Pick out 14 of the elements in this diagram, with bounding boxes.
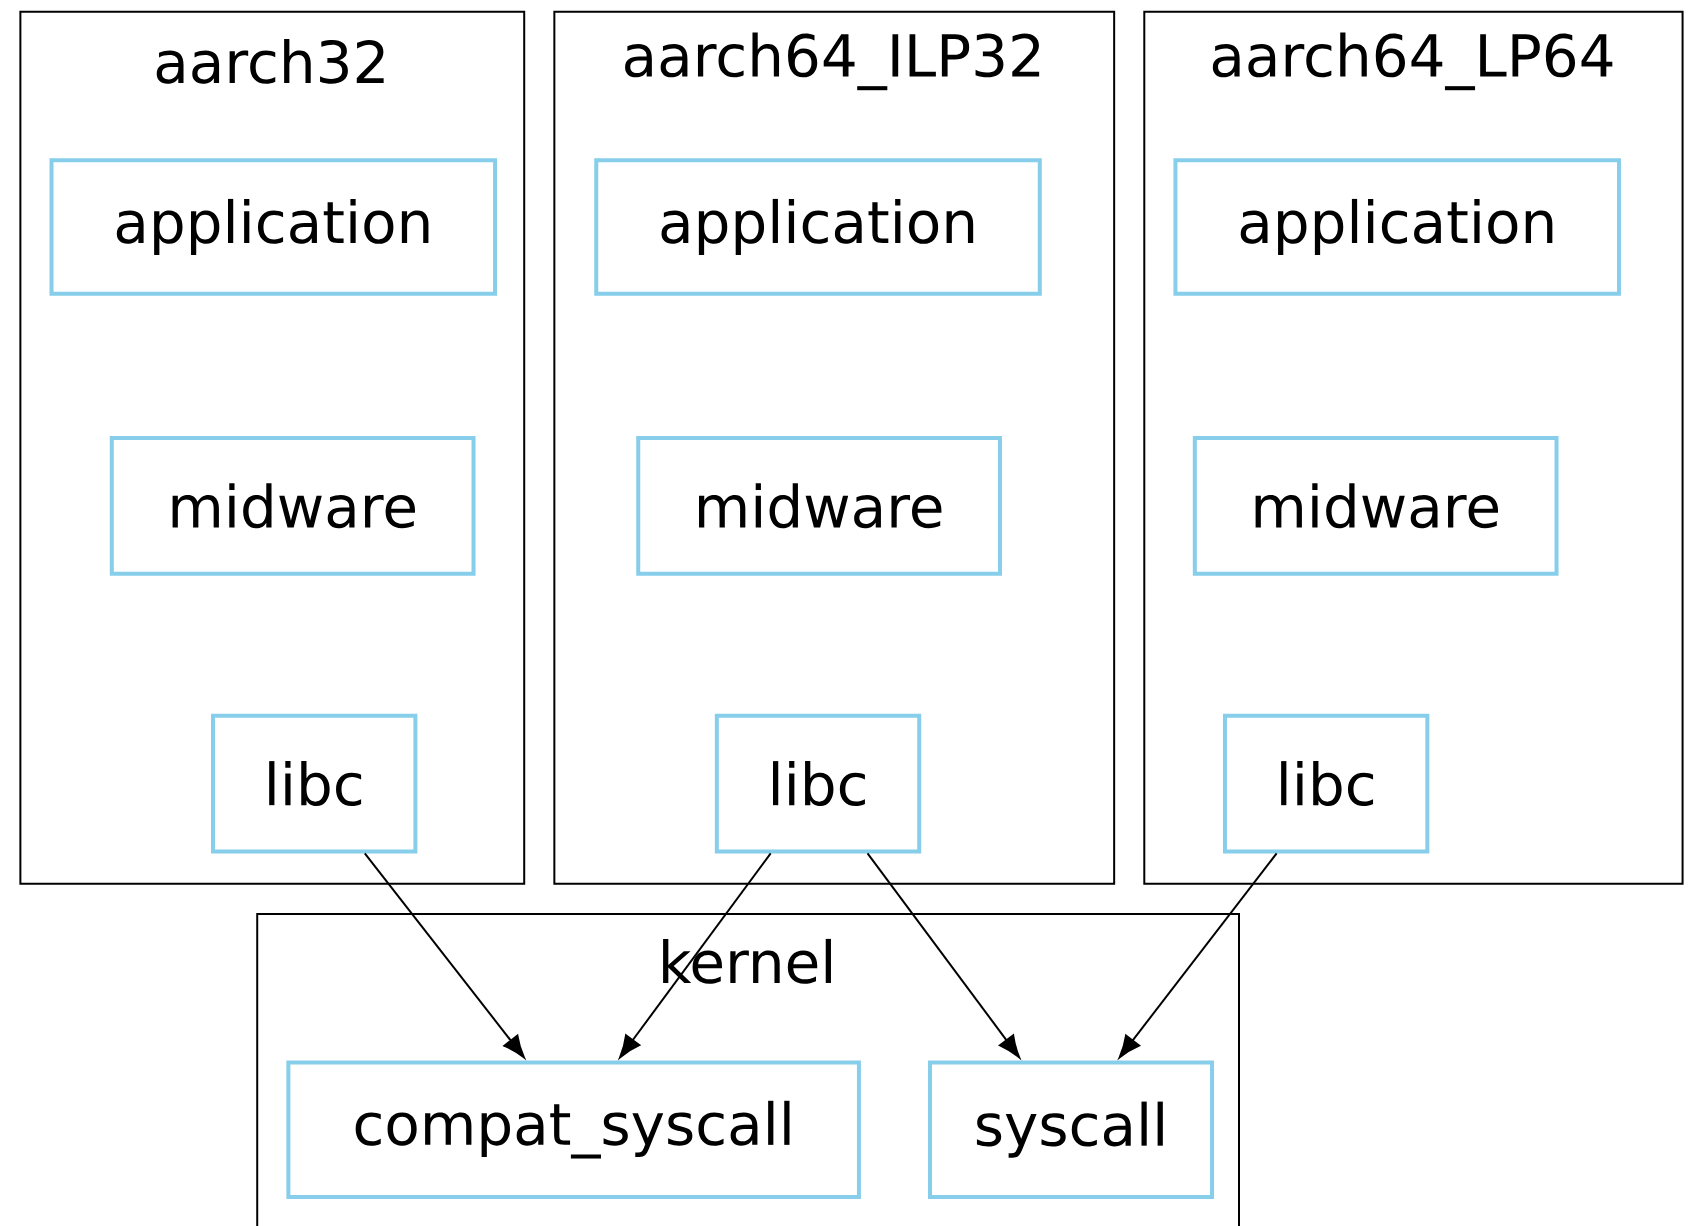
module-box: libc — [714, 713, 922, 854]
module-box: midware — [109, 435, 476, 576]
arrow — [866, 852, 1021, 1059]
module-box: syscall — [928, 1060, 1215, 1199]
module-box: compat_syscall — [286, 1060, 861, 1199]
module-box: application — [594, 158, 1042, 296]
module-box: midware — [1192, 435, 1559, 576]
module-box: libc — [1222, 713, 1430, 854]
arrow — [363, 852, 525, 1059]
module-box: midware — [636, 435, 1002, 576]
module-box: application — [49, 158, 498, 296]
arrow — [1118, 852, 1278, 1059]
module-box: application — [1173, 158, 1621, 296]
module-box: libc — [211, 713, 418, 854]
